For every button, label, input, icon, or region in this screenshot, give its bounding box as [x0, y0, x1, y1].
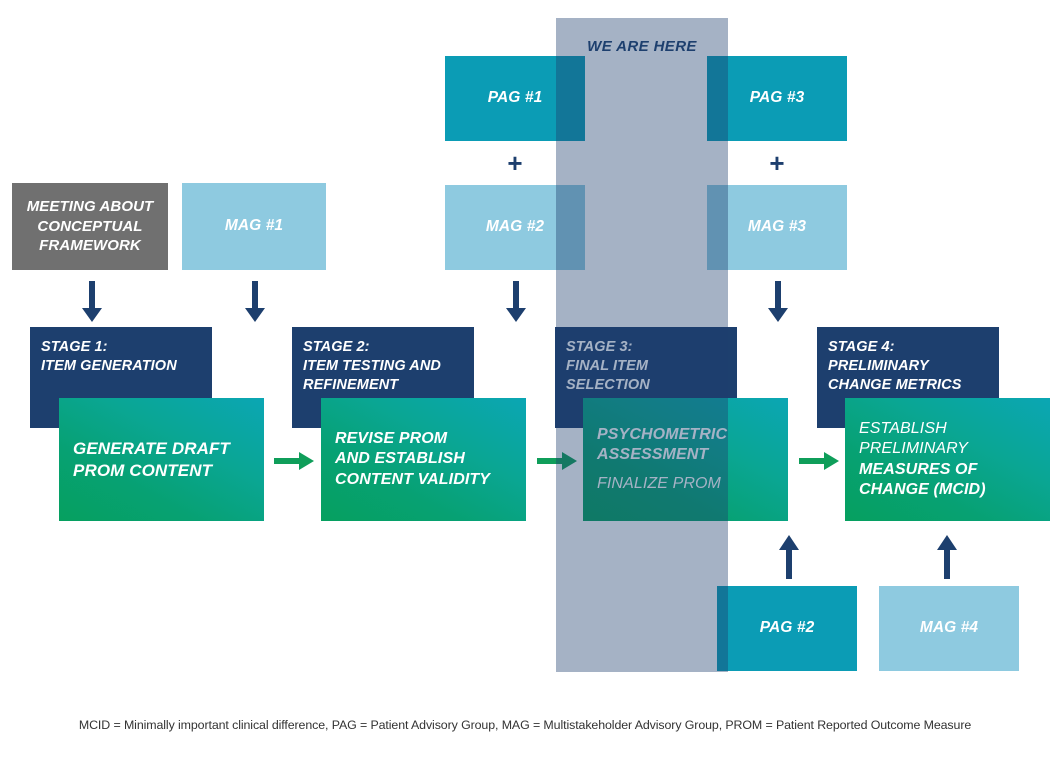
action-label-2: REVISE PROM AND ESTABLISH CONTENT VALIDI… — [335, 430, 491, 488]
group-label-mag3: MAG #3 — [747, 218, 807, 236]
action-box-1[interactable]: GENERATE DRAFT PROM CONTENT — [59, 398, 264, 521]
stage-heading-1: STAGE 1: ITEM GENERATION — [41, 339, 177, 374]
down-arrow-icon-4 — [768, 281, 788, 322]
group-box-mag4[interactable]: MAG #4 — [879, 586, 1019, 671]
plus-symbol-left: + — [507, 148, 523, 178]
action-label-3-secondary: FINALIZE PROM — [597, 475, 721, 493]
action-box-4[interactable]: ESTABLISH PRELIMINARY MEASURES OF CHANGE… — [845, 398, 1050, 521]
action-box-3[interactable]: PSYCHOMETRIC ASSESSMENT FINALIZE PROM — [583, 398, 788, 521]
stage-heading-3: STAGE 3: FINAL ITEM SELECTION — [566, 339, 650, 393]
down-arrow-icon-1 — [82, 281, 102, 322]
stage-heading-4: STAGE 4: PRELIMINARY CHANGE METRICS — [828, 339, 962, 393]
plus-sign-left: + — [495, 150, 535, 176]
group-box-mag1[interactable]: MAG #1 — [182, 183, 326, 270]
up-arrow-icon-1 — [779, 535, 799, 579]
group-box-mag3[interactable]: MAG #3 — [707, 185, 847, 270]
down-arrow-icon-2 — [245, 281, 265, 322]
down-arrow-icon-3 — [506, 281, 526, 322]
right-arrow-icon-2 — [537, 452, 577, 470]
up-arrow-icon-2 — [937, 535, 957, 579]
group-box-pag2[interactable]: PAG #2 — [717, 586, 857, 671]
group-label-mag1: MAG #1 — [224, 217, 284, 235]
plus-sign-right: + — [757, 150, 797, 176]
group-label-pag2: PAG #2 — [759, 619, 815, 637]
legend-caption: MCID = Minimally important clinical diff… — [78, 718, 972, 732]
group-label-mag4: MAG #4 — [919, 619, 979, 637]
group-label-pag1: PAG #1 — [487, 89, 543, 107]
right-arrow-icon-3 — [799, 452, 839, 470]
action-label-4-primary: MEASURES OF CHANGE (MCID) — [859, 460, 986, 498]
group-label-meeting: MEETING ABOUT CONCEPTUAL FRAMEWORK — [26, 198, 154, 255]
action-label-1: GENERATE DRAFT PROM CONTENT — [73, 439, 230, 480]
group-label-pag3: PAG #3 — [749, 89, 805, 107]
group-box-mag2[interactable]: MAG #2 — [445, 185, 585, 270]
action-label-3-primary: PSYCHOMETRIC ASSESSMENT — [597, 425, 728, 463]
action-label-4-secondary: ESTABLISH PRELIMINARY — [859, 420, 968, 458]
group-label-mag2: MAG #2 — [485, 218, 545, 236]
right-arrow-icon-1 — [274, 452, 314, 470]
plus-symbol-right: + — [769, 148, 785, 178]
action-box-2[interactable]: REVISE PROM AND ESTABLISH CONTENT VALIDI… — [321, 398, 526, 521]
group-box-pag3[interactable]: PAG #3 — [707, 56, 847, 141]
group-box-meeting[interactable]: MEETING ABOUT CONCEPTUAL FRAMEWORK — [12, 183, 168, 270]
group-box-pag1[interactable]: PAG #1 — [445, 56, 585, 141]
we-are-here-label: WE ARE HERE — [587, 38, 697, 55]
stage-heading-2: STAGE 2: ITEM TESTING AND REFINEMENT — [303, 339, 442, 393]
